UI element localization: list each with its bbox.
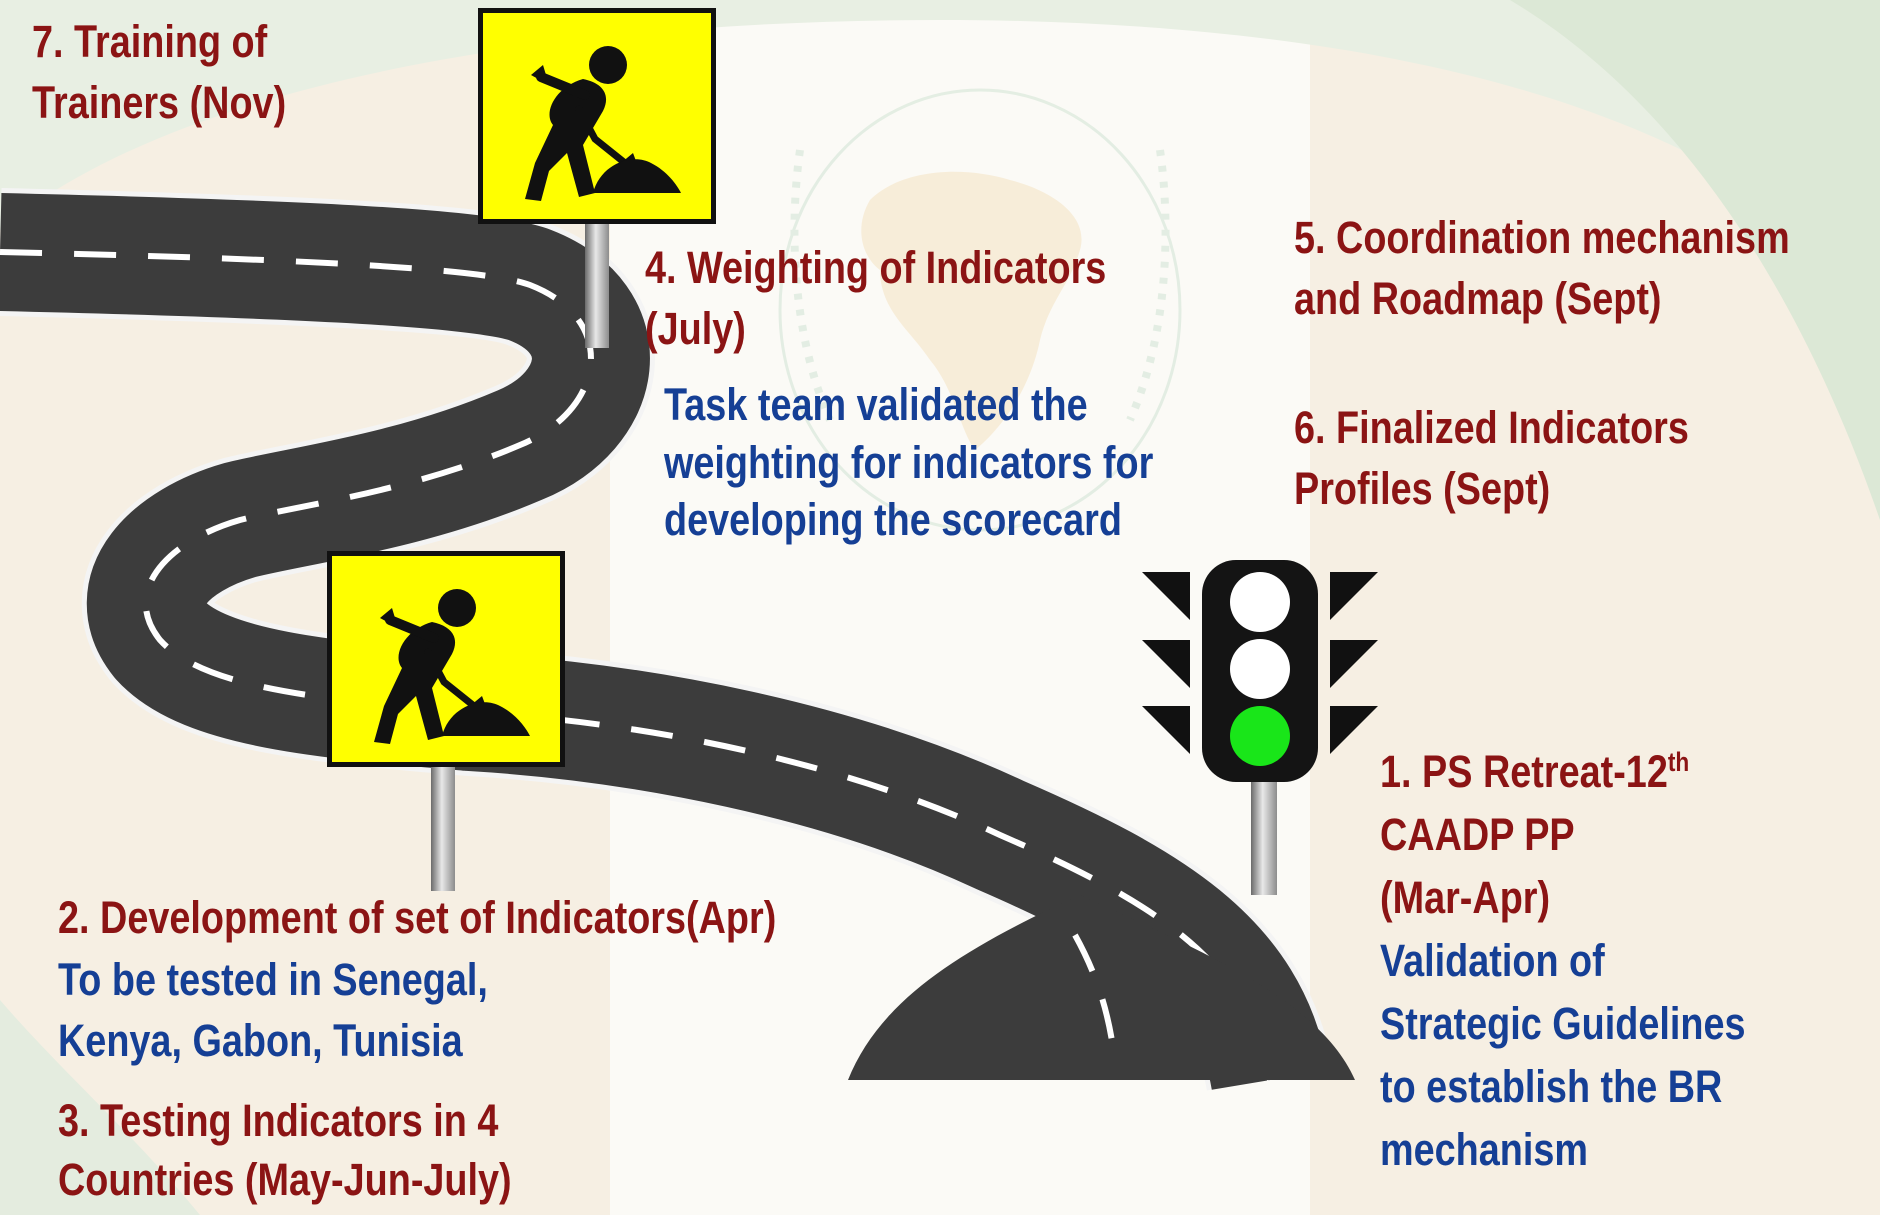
- milestone-3-line2: Countries (May-Jun-July): [58, 1153, 512, 1205]
- milestone-5: 5. Coordination mechanism and Roadmap (S…: [1294, 208, 1790, 330]
- milestone-1-note-line4: mechanism: [1380, 1124, 1589, 1175]
- sign-board: [478, 8, 716, 224]
- sign-board: [327, 551, 565, 767]
- road-end-line: [1072, 933, 1118, 1063]
- milestone-2-note-line1: To be tested in Senegal,: [58, 954, 488, 1005]
- milestone-1: 1. PS Retreat-12th CAADP PP (Mar-Apr) Va…: [1380, 740, 1746, 1181]
- milestone-4-note-line1: Task team validated the: [664, 379, 1088, 430]
- road-center-line: [0, 249, 1273, 1081]
- milestone-2-note: To be tested in Senegal, Kenya, Gabon, T…: [58, 950, 488, 1072]
- milestone-6-line2: Profiles (Sept): [1294, 462, 1551, 514]
- milestone-4-line2: (July): [645, 302, 746, 354]
- milestone-2-line1: 2. Development of set of Indicators(Apr): [58, 892, 777, 943]
- milestone-5-line1: 5. Coordination mechanism: [1294, 212, 1790, 263]
- milestone-6-line1: 6. Finalized Indicators: [1294, 402, 1689, 453]
- worker-shoveling-icon: [374, 589, 530, 744]
- milestone-7: 7. Training of Trainers (Nov): [32, 12, 286, 134]
- roadwork-sign-middle: [327, 551, 565, 891]
- sign-pole: [431, 763, 455, 891]
- milestone-4-line1: 4. Weighting of Indicators: [645, 242, 1107, 293]
- milestone-4-note-line3: developing the scorecard: [664, 494, 1122, 546]
- milestone-3-line1: 3. Testing Indicators in 4: [58, 1095, 499, 1146]
- worker-shoveling-icon: [525, 46, 681, 201]
- roadwork-sign-top: [478, 8, 716, 348]
- milestone-1-line3: (Mar-Apr): [1380, 872, 1551, 923]
- milestone-6: 6. Finalized Indicators Profiles (Sept): [1294, 398, 1689, 520]
- milestone-5-line2: and Roadmap (Sept): [1294, 272, 1662, 324]
- milestone-4-note: Task team validated the weighting for in…: [664, 376, 1153, 549]
- milestone-1-line2: CAADP PP: [1380, 809, 1575, 860]
- milestone-1-title: 1. PS Retreat-12: [1380, 746, 1668, 797]
- milestone-4: 4. Weighting of Indicators (July): [645, 238, 1106, 360]
- road-end: [848, 895, 1355, 1080]
- milestone-1-line1: 1. PS Retreat-12th: [1380, 740, 1746, 803]
- milestone-7-line1: 7. Training of: [32, 16, 268, 67]
- milestone-1-note-line2: Strategic Guidelines: [1380, 998, 1746, 1049]
- traffic-light-green-icon: [1142, 560, 1378, 895]
- milestone-4-note-line2: weighting for indicators for: [664, 436, 1154, 488]
- milestone-2: 2. Development of set of Indicators(Apr): [58, 888, 776, 949]
- traffic-light: [1140, 560, 1380, 895]
- sign-pole: [585, 220, 609, 348]
- au-emblem-watermark: [778, 88, 1182, 532]
- milestone-3: 3. Testing Indicators in 4 Countries (Ma…: [58, 1092, 512, 1209]
- milestone-2-note-line2: Kenya, Gabon, Tunisia: [58, 1014, 463, 1066]
- milestone-7-line2: Trainers (Nov): [32, 76, 287, 128]
- milestone-1-superscript: th: [1667, 747, 1690, 777]
- milestone-1-note-line3: to establish the BR: [1380, 1061, 1723, 1112]
- milestone-1-note-line1: Validation of: [1380, 935, 1605, 986]
